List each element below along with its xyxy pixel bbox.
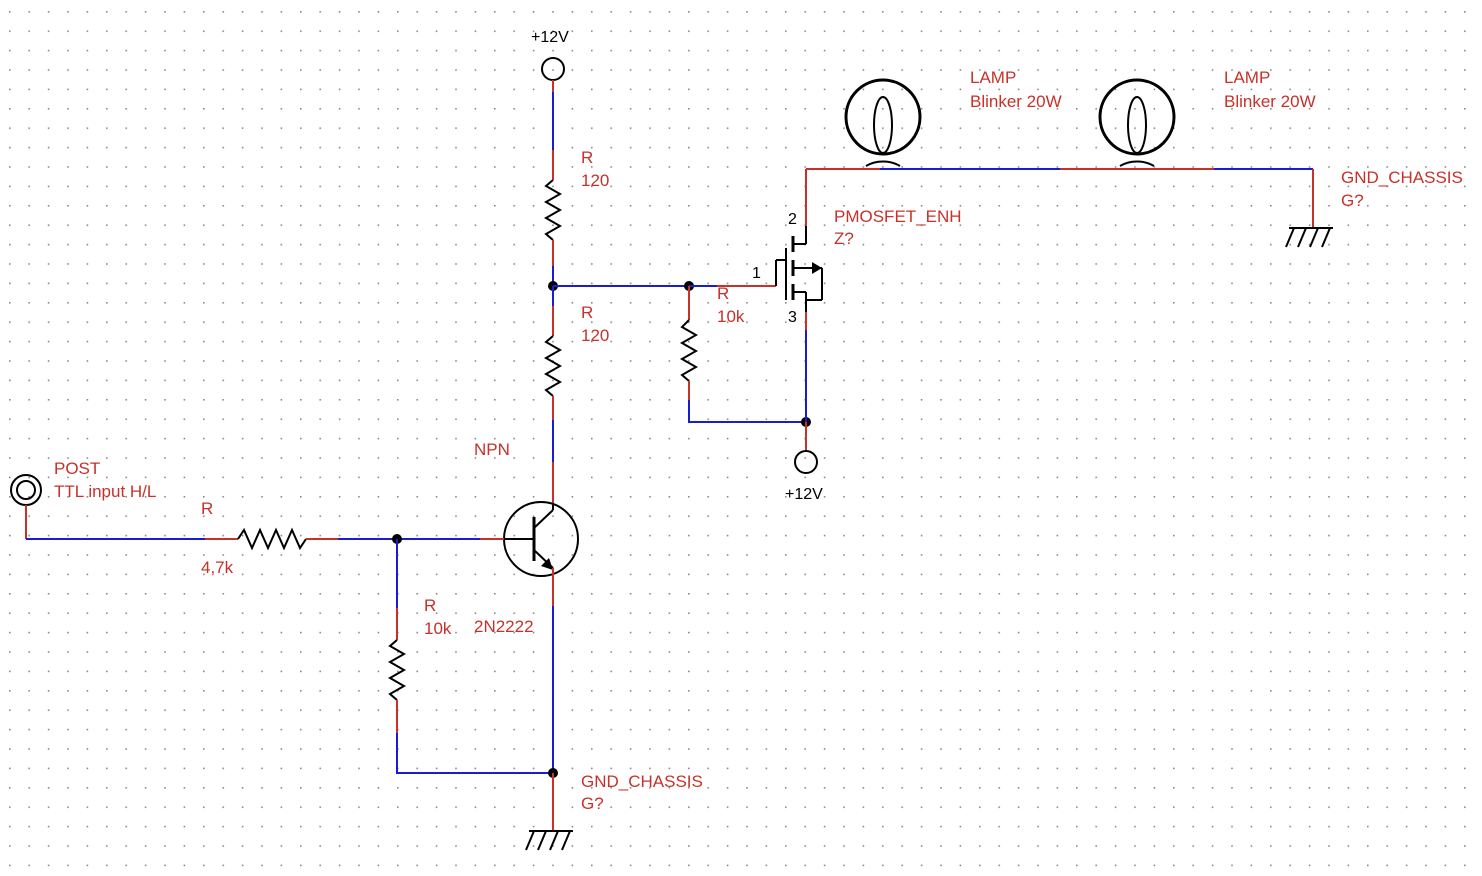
transistor-part: 2N2222 <box>474 617 534 636</box>
mosfet-pin-drain: 2 <box>788 211 797 228</box>
resistor-gate-value: 10k <box>717 307 745 326</box>
mosfet-pin-gate: 1 <box>752 265 761 282</box>
lamp-1[interactable]: LAMP Blinker 20W <box>844 68 1062 167</box>
lamp-2-name: LAMP <box>1224 68 1270 87</box>
resistor-mid-value: 120 <box>581 326 609 345</box>
input-desc: TTL input H/L <box>54 482 156 501</box>
supply-top[interactable]: +12V <box>531 29 569 92</box>
transistor-type: NPN <box>474 440 510 459</box>
input-post[interactable]: POST TTL input H/L <box>10 459 156 539</box>
resistor-top-name: R <box>581 148 593 167</box>
npn-transistor[interactable]: NPN 2N2222 <box>474 440 579 636</box>
ground-main-name: GND_CHASSIS <box>581 772 703 791</box>
resistor-input-value: 4,7k <box>201 558 234 577</box>
supply-mosfet[interactable]: +12V <box>785 450 823 503</box>
resistor-mid-name: R <box>581 303 593 322</box>
resistor-base-name: R <box>424 596 436 615</box>
lamp-2-desc: Blinker 20W <box>1224 92 1316 111</box>
wire-gate-to-source[interactable] <box>688 400 806 423</box>
resistor-top-value: 120 <box>581 171 609 190</box>
resistor-input-name: R <box>201 499 213 518</box>
resistor-mid[interactable]: R 120 <box>543 286 609 420</box>
pmosfet[interactable]: 1 2 3 PMOSFET_ENH Z? <box>717 169 962 330</box>
resistor-base[interactable]: R 10k <box>387 539 452 733</box>
mosfet-ref: Z? <box>834 229 854 248</box>
supply-mosfet-label: +12V <box>785 486 823 503</box>
resistor-gate[interactable]: R 10k <box>679 284 745 400</box>
lamp-2[interactable]: LAMP Blinker 20W <box>1098 68 1316 167</box>
mosfet-type: PMOSFET_ENH <box>834 207 962 226</box>
ground-main-ref: G? <box>581 794 604 813</box>
ground-lamp-name: GND_CHASSIS <box>1341 168 1463 187</box>
resistor-gate-name: R <box>717 284 729 303</box>
lamp-1-desc: Blinker 20W <box>970 92 1062 111</box>
ground-lamp-ref: G? <box>1341 191 1364 210</box>
lamp-1-name: LAMP <box>970 68 1016 87</box>
supply-top-label: +12V <box>531 29 569 46</box>
resistor-input[interactable]: R 4,7k <box>201 499 338 577</box>
ground-lamp[interactable]: GND_CHASSIS G? <box>1285 168 1463 248</box>
mosfet-pin-source: 3 <box>788 309 797 326</box>
resistor-top[interactable]: R 120 <box>543 148 609 266</box>
input-name: POST <box>54 459 100 478</box>
resistor-base-value: 10k <box>424 619 452 638</box>
ground-main[interactable]: GND_CHASSIS G? <box>525 772 703 851</box>
wire-base-to-ground[interactable] <box>396 733 553 774</box>
